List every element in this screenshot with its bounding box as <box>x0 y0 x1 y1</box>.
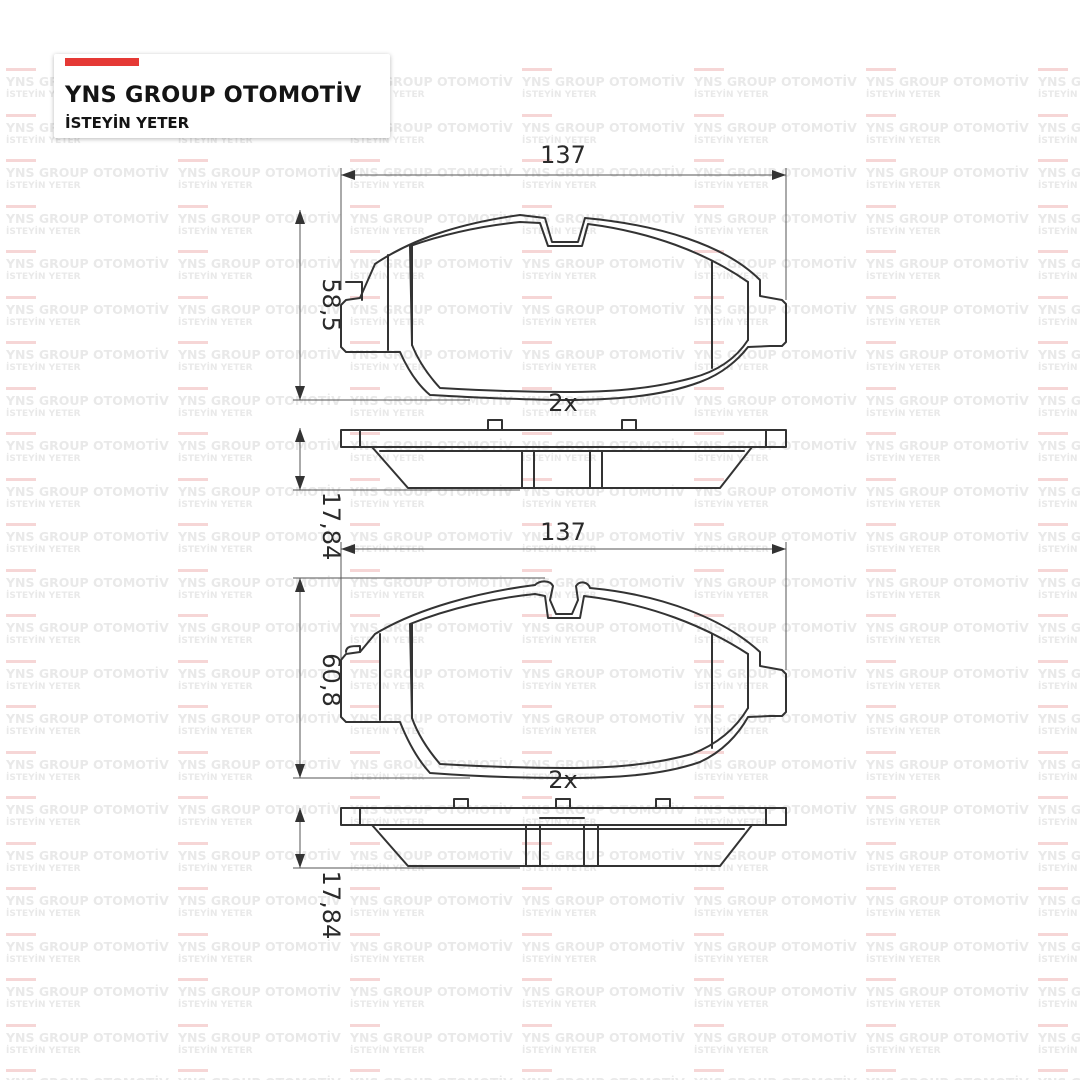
pad-1-side-plate <box>340 429 787 448</box>
pad-1-width-arrow-right <box>772 170 786 180</box>
pad-2-side-plate <box>340 807 787 826</box>
pad-2-side-view: 17,84 <box>293 798 787 940</box>
pad-2-backing-plate <box>340 580 787 779</box>
pad-2-thickness-arrow-top <box>295 808 305 822</box>
pad-2-side-clip-left <box>453 798 469 809</box>
pad-1-side-view: 17,84 <box>293 419 787 561</box>
pad-1-height-arrow-top <box>295 210 305 224</box>
pad-2-thickness-arrow-bottom <box>295 854 305 868</box>
logo-card: YNS GROUP OTOMOTİV İSTEYİN YETER <box>54 54 390 138</box>
pad-1-tab-left <box>345 281 363 301</box>
pad-2-height-arrow-top <box>295 578 305 592</box>
logo-slogan: İSTEYİN YETER <box>65 114 190 132</box>
pad-2-side-clip-center <box>555 798 571 809</box>
pad-2-side-clip-right <box>655 798 671 809</box>
pad-2-thickness-label: 17,84 <box>317 871 345 940</box>
pad-1-width-label: 137 <box>540 141 586 169</box>
pad-2-tab-left <box>345 645 361 653</box>
pad-1-thickness-label: 17,84 <box>317 492 345 561</box>
pad-1-height-arrow-bottom <box>295 386 305 400</box>
logo-accent-bar <box>65 58 139 66</box>
pad-2-top-view: 137 60,8 2x <box>293 518 787 794</box>
pad-1-side-friction <box>371 446 753 489</box>
pad-2-quantity-label: 2x <box>548 766 577 794</box>
logo-brand-name: YNS GROUP OTOMOTİV <box>65 82 362 108</box>
pad-2-width-arrow-right <box>772 544 786 554</box>
pad-2-height-arrow-bottom <box>295 764 305 778</box>
pad-1-side-clip-right <box>621 419 637 431</box>
pad-1-backing-plate <box>340 214 787 401</box>
pad-2-width-label: 137 <box>540 518 586 546</box>
pad-2-width-arrow-left <box>341 544 355 554</box>
pad-1-quantity-label: 2x <box>548 389 577 417</box>
pad-2-friction-material <box>409 593 749 769</box>
pad-1-friction-material <box>409 221 749 393</box>
pad-1-thickness-arrow-top <box>295 428 305 442</box>
pad-1-thickness-arrow-bottom <box>295 476 305 490</box>
pad-1-width-arrow-left <box>341 170 355 180</box>
pad-2-side-friction <box>371 824 753 867</box>
pad-1-side-clip-left <box>487 419 503 431</box>
pad-1-top-view: 137 58,5 2x <box>293 141 787 417</box>
